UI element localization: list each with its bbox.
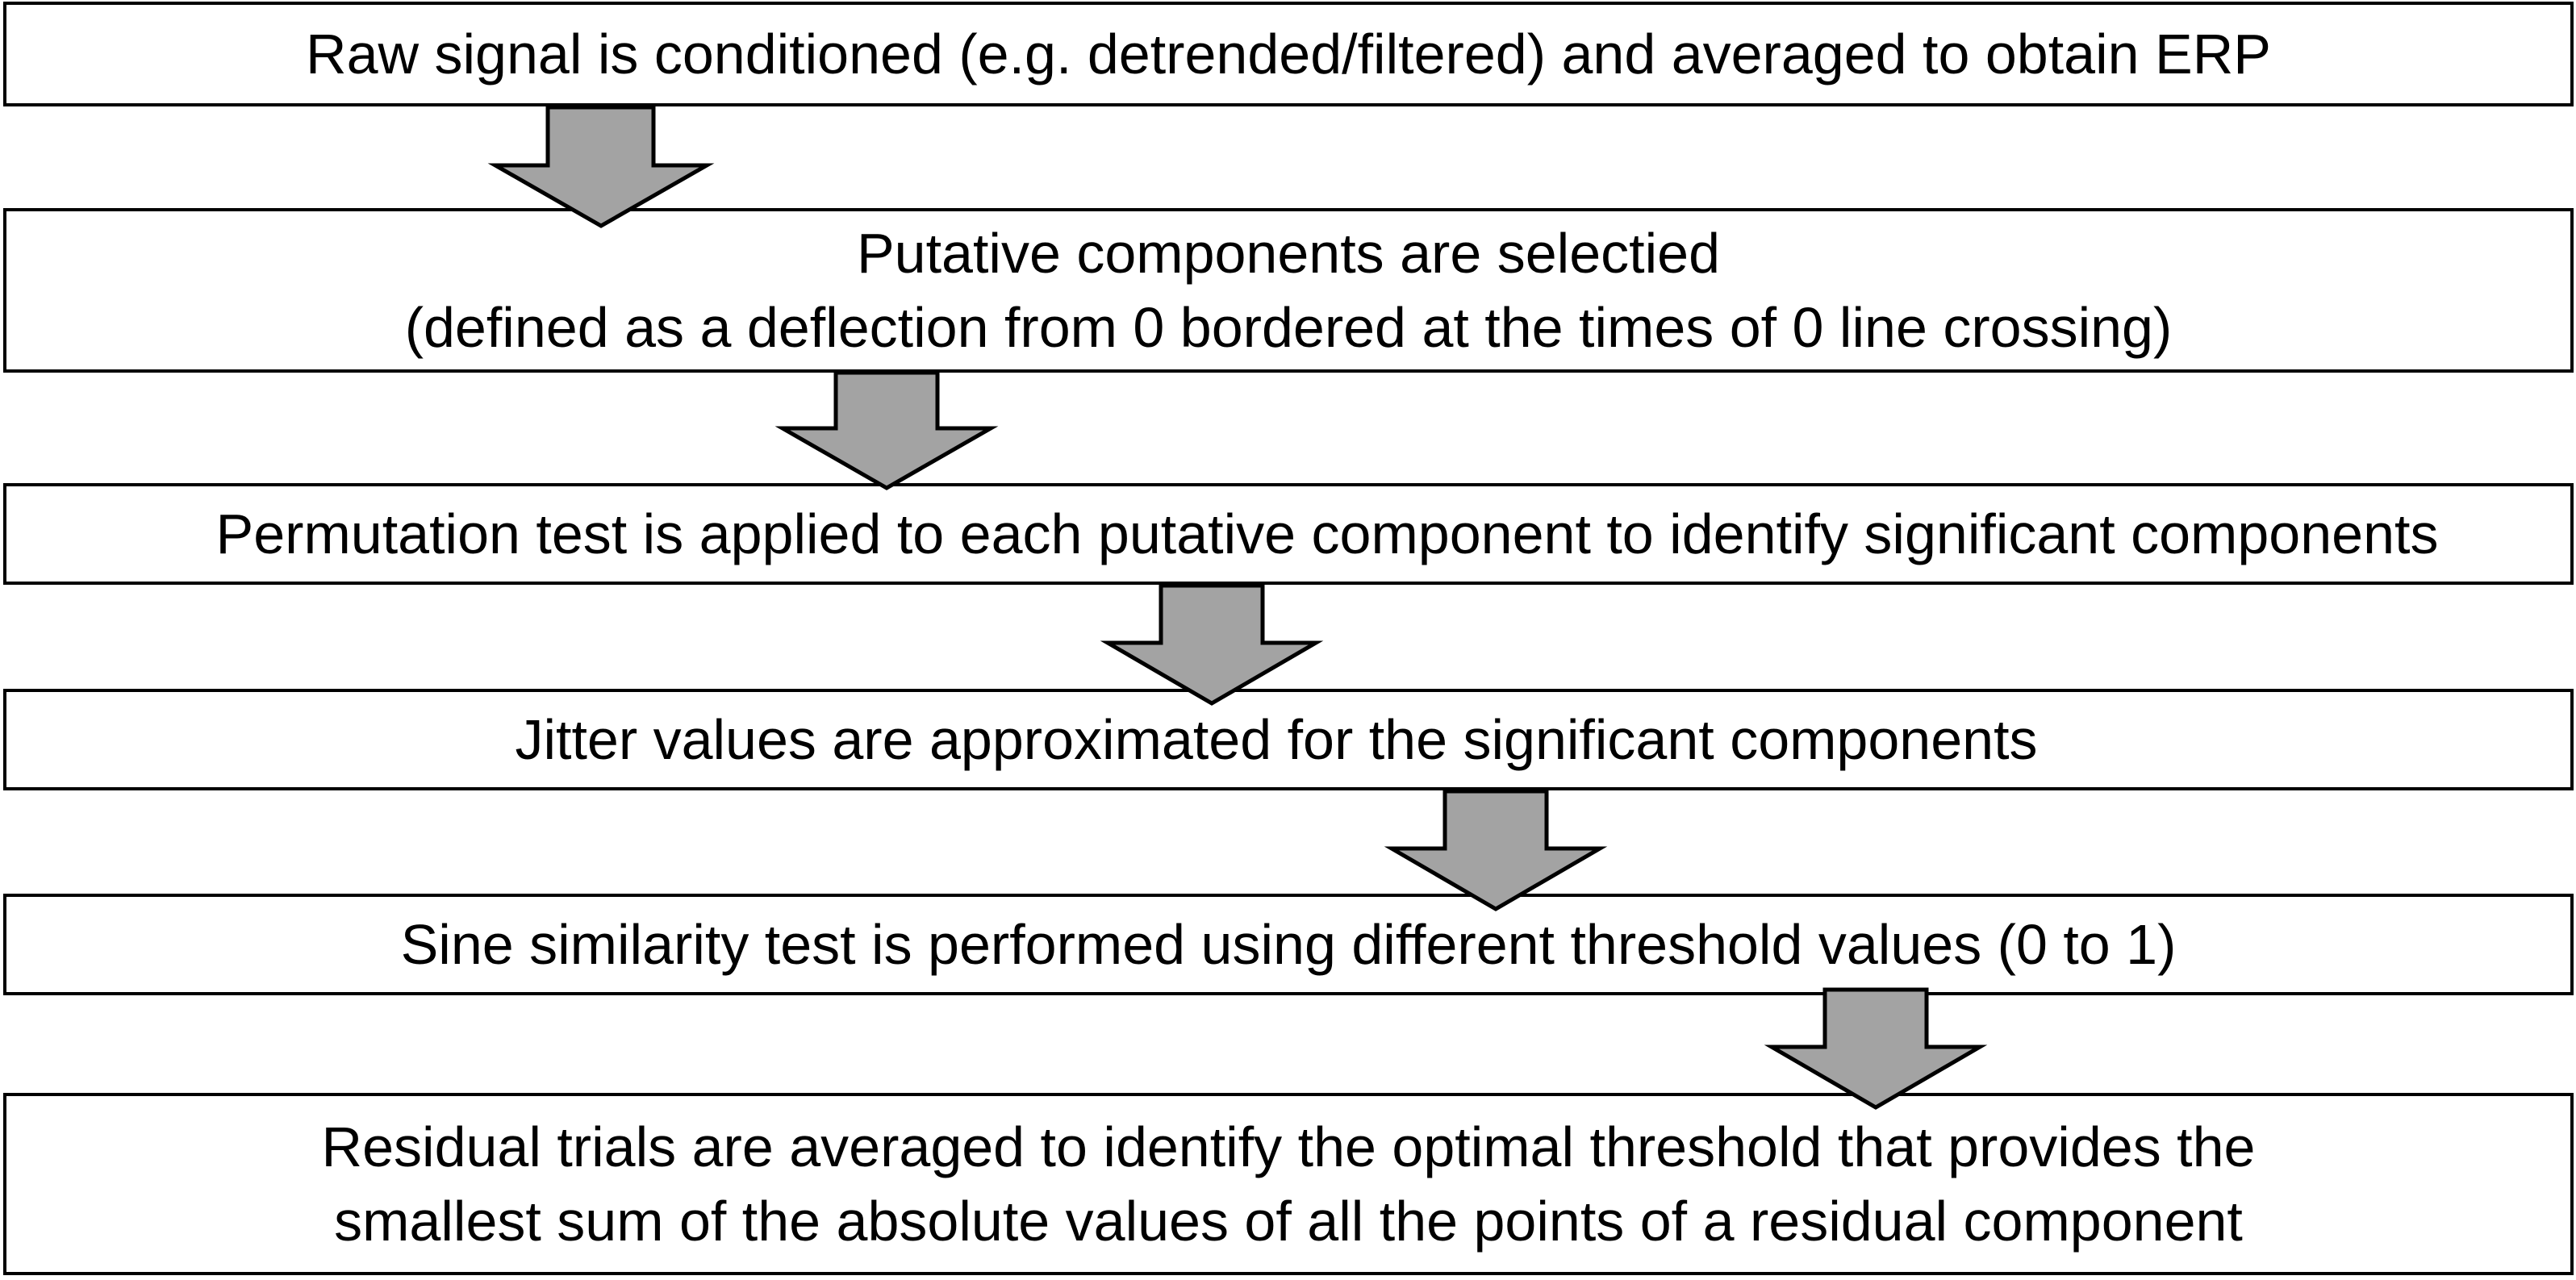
down-arrow-2 bbox=[774, 370, 999, 490]
step-6-text: Residual trials are averaged to identify… bbox=[322, 1110, 2256, 1258]
step-6-line-2: smallest sum of the absolute values of a… bbox=[334, 1190, 2243, 1253]
step-3-line-1: Permutation test is applied to each puta… bbox=[215, 502, 2439, 565]
step-3-box: Permutation test is applied to each puta… bbox=[3, 483, 2574, 585]
step-1-text: Raw signal is conditioned (e.g. detrende… bbox=[306, 17, 2271, 91]
step-2-box: Putative components are selectied (defin… bbox=[3, 208, 2574, 373]
step-1-line-1: Raw signal is conditioned (e.g. detrende… bbox=[306, 23, 2271, 85]
down-arrow-5 bbox=[1764, 987, 1988, 1110]
step-2-text: Putative components are selectied (defin… bbox=[405, 216, 2173, 365]
step-3-text: Permutation test is applied to each puta… bbox=[139, 497, 2439, 571]
step-5-line-1: Sine similarity test is performed using … bbox=[400, 913, 2177, 976]
step-1-box: Raw signal is conditioned (e.g. detrende… bbox=[3, 2, 2574, 106]
down-arrow-4 bbox=[1384, 789, 1608, 911]
step-5-text: Sine similarity test is performed using … bbox=[401, 907, 2177, 982]
step-4-line-1: Jitter values are approximated for the s… bbox=[515, 708, 2038, 771]
down-arrow-3 bbox=[1100, 583, 1324, 706]
step-6-box: Residual trials are averaged to identify… bbox=[3, 1093, 2574, 1275]
step-4-box: Jitter values are approximated for the s… bbox=[3, 689, 2574, 790]
step-2-line-1: Putative components are selectied bbox=[856, 222, 1721, 285]
step-2-line-2: (defined as a deflection from 0 bordered… bbox=[404, 296, 2173, 359]
step-5-box: Sine similarity test is performed using … bbox=[3, 894, 2574, 995]
step-4-text: Jitter values are approximated for the s… bbox=[515, 703, 2061, 777]
step-6-line-1: Residual trials are averaged to identify… bbox=[321, 1115, 2256, 1178]
